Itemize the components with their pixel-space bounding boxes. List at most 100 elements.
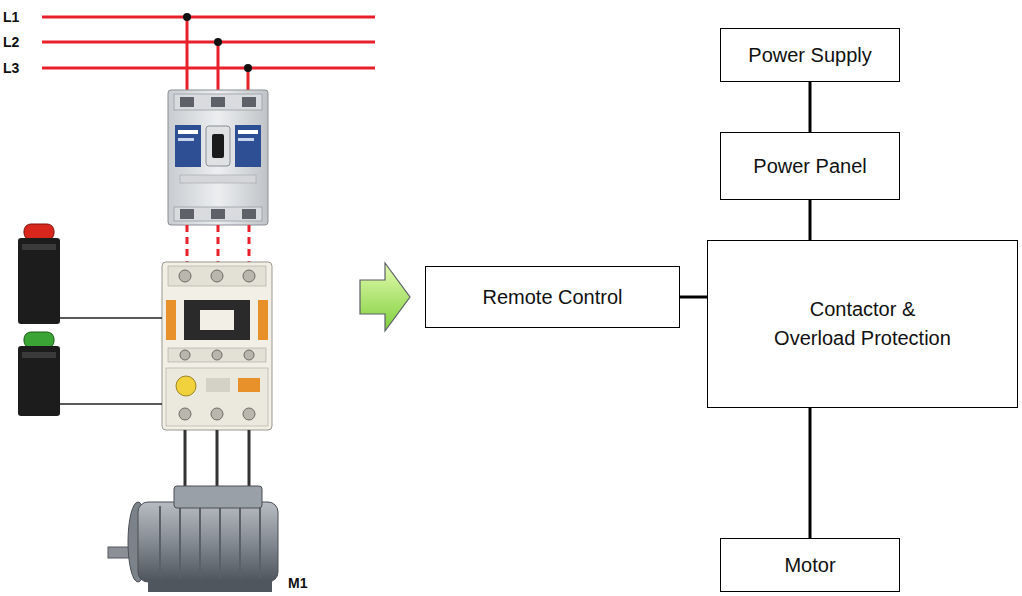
magnetic-contactor — [244, 350, 254, 360]
circuit-breaker — [180, 175, 256, 183]
magnetic-contactor — [212, 350, 222, 360]
circuit-breaker — [180, 209, 194, 219]
stop-push-button — [18, 224, 60, 324]
breaker-output-wire — [187, 225, 249, 262]
phase-label: L3 — [3, 61, 19, 75]
supply-line — [42, 17, 375, 68]
circuit-breaker — [175, 125, 201, 167]
circuit-breaker — [211, 209, 225, 219]
breaker-output-wire — [186, 225, 189, 262]
supply-line — [42, 67, 375, 70]
motor-lead-wire — [248, 430, 251, 490]
circuit-breaker — [174, 207, 262, 221]
motor-picture — [259, 506, 261, 578]
flow-arrow — [360, 263, 410, 331]
circuit-breaker — [178, 138, 194, 141]
junction-dot — [183, 13, 191, 21]
motor-lead-wire — [184, 430, 187, 490]
supply-drop-wire — [187, 17, 248, 92]
supply-line — [42, 41, 375, 44]
control-wire — [60, 317, 162, 319]
stop-push-button — [18, 238, 60, 324]
control-wire — [60, 318, 162, 404]
circuit-breaker — [174, 94, 262, 110]
block-label: Contactor & Overload Protection — [768, 295, 958, 353]
motor-picture — [159, 506, 161, 578]
magnetic-contactor — [243, 270, 255, 282]
motor-picture — [108, 486, 278, 592]
motor-label: M1 — [288, 576, 307, 590]
contactor-box: Contactor & Overload Protection — [707, 240, 1018, 408]
magnetic-contactor — [162, 262, 272, 430]
circuit-breaker — [178, 130, 198, 134]
magnetic-contactor — [176, 376, 196, 396]
magnetic-contactor — [258, 300, 268, 340]
block-label: Power Panel — [753, 152, 866, 181]
magnetic-contactor — [184, 300, 250, 340]
magnetic-contactor — [206, 378, 230, 392]
block-label: Motor — [784, 551, 835, 580]
magnetic-contactor — [179, 270, 191, 282]
circuit-breaker — [206, 126, 230, 166]
junction-dot — [183, 13, 252, 72]
start-push-button — [18, 346, 60, 416]
breaker-output-wire — [248, 225, 251, 262]
control-wire — [60, 403, 162, 405]
magnetic-contactor — [162, 262, 272, 430]
circuit-breaker — [180, 97, 194, 107]
magnetic-contactor — [200, 310, 234, 330]
connector-line — [809, 408, 812, 538]
supply-drop-wire — [186, 17, 189, 92]
motor-picture — [179, 506, 181, 578]
start-push-button — [24, 332, 54, 348]
circuit-breaker — [211, 97, 225, 107]
motor-box: Motor — [720, 538, 900, 592]
circuit-breaker — [242, 209, 256, 219]
supply-drop-wire — [217, 42, 220, 92]
magnetic-contactor — [168, 266, 266, 286]
connector-line — [809, 82, 812, 132]
motor-lead-wire — [216, 430, 219, 490]
panel-box: Power Panel — [720, 132, 900, 200]
motor-picture — [239, 506, 241, 578]
circuit-breaker — [168, 90, 268, 225]
supply-box: Power Supply — [720, 28, 900, 82]
circuit-breaker — [235, 125, 261, 167]
magnetic-contactor — [238, 378, 260, 392]
block-label: Remote Control — [482, 283, 622, 312]
circuit-breaker — [242, 97, 256, 107]
connector-line — [809, 200, 812, 240]
circuit-breaker — [168, 90, 268, 225]
magnetic-contactor — [211, 408, 223, 420]
magnetic-contactor — [166, 368, 268, 426]
magnetic-contactor — [180, 350, 190, 360]
magnetic-contactor — [179, 408, 191, 420]
magnetic-contactor — [243, 408, 255, 420]
stop-push-button — [22, 244, 56, 250]
start-push-button — [22, 352, 56, 358]
phase-label: L1 — [3, 10, 19, 24]
phase-label: L2 — [3, 35, 19, 49]
supply-line — [42, 16, 375, 19]
remote-control-box: Remote Control — [425, 266, 680, 328]
magnetic-contactor — [211, 270, 223, 282]
junction-dot — [214, 38, 222, 46]
circuit-breaker — [238, 138, 254, 141]
magnetic-contactor — [168, 348, 266, 362]
stop-push-button — [24, 224, 54, 240]
breaker-output-wire — [217, 225, 220, 262]
motor-picture — [219, 506, 221, 578]
connector-line — [680, 296, 707, 299]
motor-picture — [199, 506, 201, 578]
motor-lead-wire — [185, 430, 249, 490]
circuit-breaker — [212, 134, 224, 158]
motor-picture — [174, 486, 262, 508]
block-label: Power Supply — [748, 41, 871, 70]
motor-picture — [138, 502, 278, 582]
magnetic-contactor — [166, 300, 176, 340]
junction-dot — [244, 64, 252, 72]
motor-picture — [148, 580, 272, 592]
start-push-button — [18, 332, 60, 416]
circuit-breaker — [238, 130, 258, 134]
